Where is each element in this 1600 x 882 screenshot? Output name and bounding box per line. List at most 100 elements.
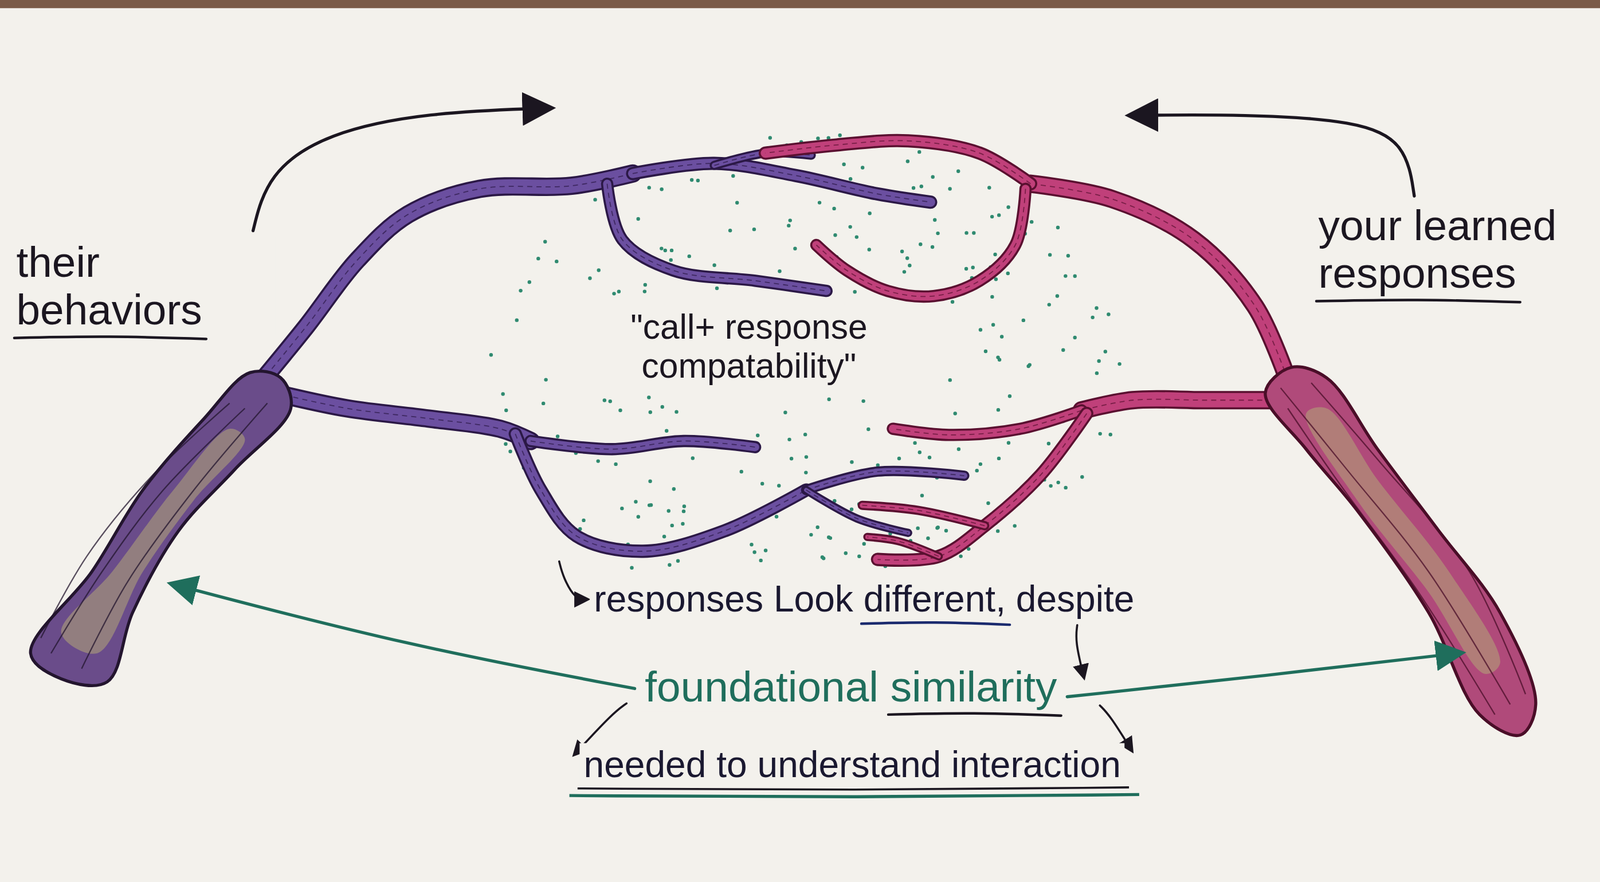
ink-dot — [793, 246, 797, 250]
branch-outline — [1081, 399, 1281, 411]
branch-texture — [862, 505, 986, 527]
ink-dot — [503, 442, 508, 446]
ink-dot — [932, 218, 937, 222]
ink-dot — [667, 508, 671, 513]
table-edge — [0, 0, 1600, 9]
ink-dot — [760, 481, 764, 486]
ink-dot — [1021, 318, 1026, 323]
ink-dot — [1006, 271, 1010, 276]
ink-dot — [1066, 253, 1070, 258]
ink-dot — [971, 265, 975, 269]
ink-dot — [1008, 394, 1012, 398]
ink-dot — [715, 286, 719, 290]
annotation-text: "call+ response compatability" — [555, 306, 942, 386]
ink-dot — [857, 554, 861, 559]
tree-trunk — [1265, 366, 1536, 736]
branch-fill — [515, 433, 806, 552]
underline — [1316, 299, 1521, 303]
curved-arrow — [1134, 115, 1415, 196]
small-arrow — [559, 561, 586, 600]
ink-dot — [841, 162, 846, 167]
ink-dot — [597, 268, 601, 272]
ink-dot — [1048, 252, 1052, 257]
tree-branch — [515, 433, 806, 552]
branch-texture — [765, 140, 1031, 184]
ink-dot — [786, 223, 791, 227]
ink-dot — [861, 399, 865, 403]
branch-fill — [1081, 399, 1281, 411]
ink-dot — [918, 242, 923, 246]
tree-branch — [816, 189, 1026, 297]
ink-dot — [633, 499, 638, 504]
branch-texture — [275, 393, 531, 442]
ink-dot — [777, 269, 782, 273]
tree-branch — [867, 536, 940, 557]
ink-dot — [990, 214, 994, 219]
branch-outline — [816, 189, 1026, 297]
ink-dot — [1072, 335, 1077, 340]
ink-dot — [915, 526, 920, 530]
ink-dot — [1094, 306, 1098, 310]
ink-dot — [608, 399, 613, 403]
branch-fill — [816, 189, 1026, 297]
ink-dot — [964, 267, 968, 271]
branch-fill — [877, 413, 1087, 560]
ink-dot — [920, 493, 924, 497]
ink-dot — [867, 211, 872, 215]
branch-outline — [515, 433, 806, 552]
ink-dot — [936, 525, 940, 529]
ink-dot — [1006, 205, 1010, 209]
branch-outline — [862, 505, 986, 527]
ink-dot — [642, 289, 647, 293]
ink-dot — [667, 563, 672, 567]
branch-fill — [867, 536, 940, 557]
ink-dot — [817, 200, 822, 205]
ink-dot — [997, 456, 1001, 461]
ink-dot — [1080, 475, 1084, 479]
ink-dot — [712, 263, 716, 268]
tree-branch — [606, 183, 827, 292]
ink-dot — [672, 487, 676, 491]
ink-dot — [919, 184, 924, 188]
ink-dot — [1063, 485, 1068, 490]
ink-dot — [687, 254, 692, 258]
ink-dot — [1046, 441, 1051, 446]
branch-outline — [530, 440, 756, 449]
ink-dot — [662, 534, 666, 539]
ink-dot — [648, 479, 652, 484]
bark-line — [40, 403, 230, 639]
ink-dot — [763, 548, 768, 552]
ink-dot — [670, 523, 674, 528]
ink-dot — [990, 295, 994, 299]
ink-dot — [1026, 364, 1030, 368]
ink-dot — [515, 318, 519, 322]
branch-outline — [1030, 183, 1288, 380]
ink-dot — [930, 245, 935, 249]
ink-dot — [1063, 273, 1068, 278]
ink-dot — [848, 177, 853, 181]
ink-dot — [643, 283, 647, 287]
trunk-body — [1265, 366, 1536, 736]
ink-dot — [996, 408, 1000, 412]
ink-dot — [958, 554, 963, 558]
ink-dot — [731, 174, 735, 178]
ink-dot — [789, 456, 794, 461]
ink-dot — [828, 536, 833, 540]
ink-dot — [935, 231, 940, 235]
branch-fill — [606, 183, 827, 292]
annotation-text: needed to understand interaction — [579, 743, 1125, 787]
ink-dot — [659, 187, 664, 191]
ink-dot — [944, 528, 948, 533]
ink-dot — [768, 135, 772, 140]
annotation-text: their behaviors — [12, 236, 276, 335]
branch-texture — [515, 433, 806, 552]
ink-dot — [681, 509, 686, 513]
ink-dot — [912, 441, 917, 445]
ink-dot — [504, 408, 508, 413]
ink-dot — [803, 432, 807, 437]
ink-dot — [674, 409, 678, 414]
curved-arrow — [253, 108, 547, 231]
ink-dot — [543, 240, 547, 244]
ink-dot — [905, 256, 909, 260]
ink-dot — [991, 322, 995, 327]
